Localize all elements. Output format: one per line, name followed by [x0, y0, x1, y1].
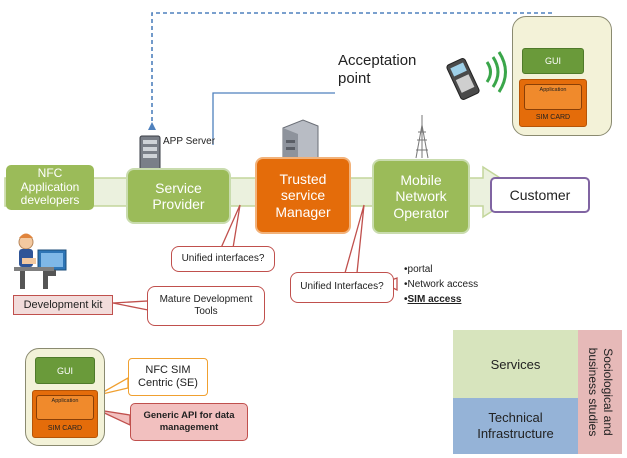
application-top: Application	[524, 84, 582, 110]
payment-terminal-icon	[446, 58, 480, 100]
generic-api-callout: Generic API for data management	[130, 403, 248, 441]
acceptation-connector	[212, 92, 335, 145]
mature-pointer	[112, 300, 149, 311]
sociological-studies-cell: Sociological and business studies	[578, 330, 622, 454]
sim-access-bullet: •	[404, 294, 408, 305]
tower-icon	[415, 115, 429, 159]
development-kit-box: Development kit	[13, 295, 113, 315]
developer-person-icon	[14, 233, 67, 289]
unified-interfaces-callout-2: Unified Interfaces?	[290, 272, 394, 303]
acceptation-point-label: Acceptation point	[338, 52, 417, 87]
sim-access-text: SIM access	[407, 294, 462, 305]
technical-infrastructure-cell: Technical Infrastructure	[453, 398, 578, 454]
service-provider-box: Service Provider	[126, 168, 231, 224]
mno-services-list: •portal •Network access •SIM access	[404, 262, 514, 307]
customer-box: Customer	[490, 177, 590, 213]
sim-card-label-top: SIM CARD	[535, 114, 571, 121]
app-server-label: APP Server	[163, 136, 216, 147]
nfc-sim-callout: NFC SIM Centric (SE)	[128, 358, 208, 396]
nfc-developers-box: NFC Application developers	[6, 165, 94, 210]
dashed-arrow-up	[148, 122, 156, 130]
application-bottom: Application	[36, 395, 94, 420]
gui-top: GUI	[522, 48, 584, 74]
mature-development-tools-callout: Mature Development Tools	[147, 286, 265, 326]
gui-bottom: GUI	[35, 357, 95, 384]
server-icon	[139, 135, 161, 173]
services-cell: Services	[453, 330, 578, 398]
sim-card-label-bottom: SIM CARD	[47, 425, 83, 432]
sim-access-item: •SIM access	[404, 292, 514, 307]
trusted-service-manager-box: Trusted service Manager	[255, 157, 351, 234]
portal-item: •portal	[404, 264, 433, 275]
sociological-studies-label: Sociological and business studies	[586, 347, 615, 437]
unified-interfaces-callout-1: Unified interfaces?	[171, 246, 275, 272]
nfc-waves-icon	[485, 51, 507, 93]
mno-box: Mobile Network Operator	[372, 159, 470, 234]
network-access-item: •Network access	[404, 279, 479, 290]
